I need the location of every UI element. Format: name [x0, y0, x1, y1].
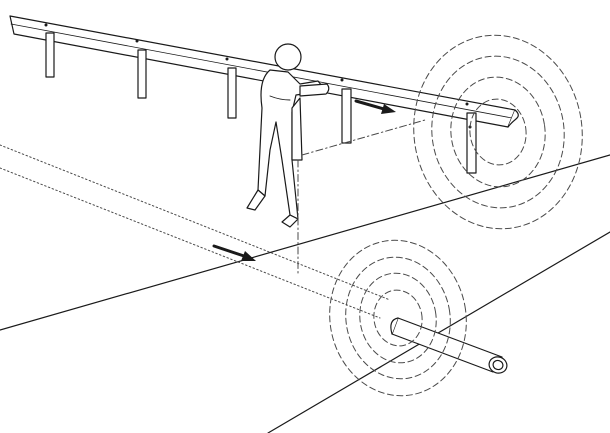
person-arm — [269, 95, 291, 101]
signal-rings — [413, 34, 583, 230]
guardrail-post-2 — [137, 49, 147, 99]
road-surface — [0, 154, 610, 433]
signal-rings — [329, 239, 467, 397]
road-edge-far — [0, 154, 610, 331]
bolt — [135, 39, 139, 43]
arrow-shaft — [212, 244, 246, 258]
buried-path-line-1 — [0, 144, 391, 301]
rail-signal-ring-outer — [413, 34, 583, 230]
ground-direction-arrow — [212, 244, 256, 261]
rail-projection-line — [301, 119, 426, 156]
pipe-body — [391, 317, 503, 373]
guardrail-beam-end — [507, 109, 519, 128]
arrow-head — [241, 251, 256, 261]
buried-pipe — [390, 317, 508, 374]
pipe-signal-ring-outer — [329, 239, 467, 397]
person-left-foot — [246, 189, 266, 211]
guardrail-post-3 — [227, 67, 237, 119]
buried-path-line-2 — [0, 167, 381, 319]
pipe-signal-ring-2 — [359, 272, 437, 364]
rail-direction-arrow — [354, 99, 396, 114]
rail-signal-ring-inner — [469, 98, 527, 166]
bolt — [340, 78, 344, 82]
rail-signal-ring-3 — [431, 55, 565, 209]
arrow-shaft — [354, 99, 386, 111]
guardrail-post-4 — [341, 88, 352, 144]
detector-handle — [291, 97, 303, 161]
pipe-end-inner — [492, 359, 504, 371]
projection-lines — [0, 119, 426, 319]
bolt — [44, 23, 48, 27]
guardrail-beam-groove — [10, 23, 513, 119]
bolt — [225, 57, 229, 61]
guardrail-post-1 — [45, 32, 55, 78]
person-right-foot — [281, 214, 299, 228]
rail-signal-ring-2 — [450, 76, 546, 188]
person-holding-detector — [246, 43, 330, 228]
pipe-signal-ring-3 — [345, 256, 451, 380]
pipe-left-end — [390, 317, 399, 335]
guardrail — [9, 15, 519, 128]
arrow-head — [381, 104, 396, 114]
road-edge-near — [267, 231, 610, 433]
pipe-signal-ring-inner — [373, 289, 423, 347]
bolt — [465, 102, 469, 106]
person-head — [274, 43, 302, 71]
direction-arrows — [212, 99, 396, 261]
detector-display — [299, 83, 330, 97]
